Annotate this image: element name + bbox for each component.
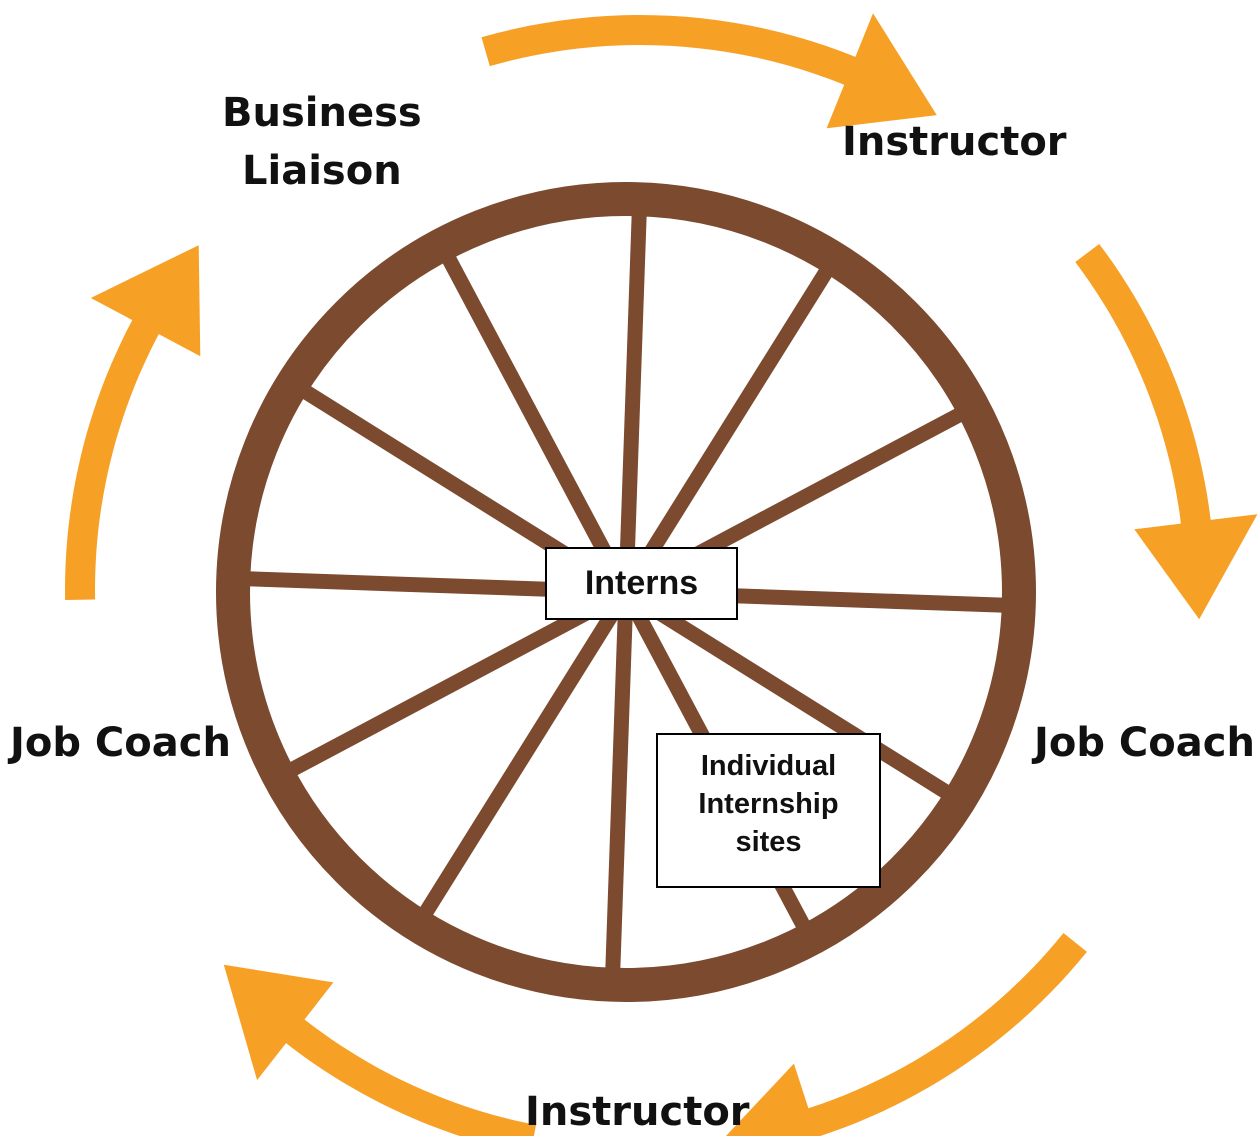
interns-hub-label: Interns	[584, 564, 699, 602]
wheel-spoke	[286, 585, 630, 778]
wheel-spoke	[418, 588, 633, 919]
internship-sites-box: Individual Internship sites	[656, 733, 881, 888]
internship-sites-line-2: Internship	[698, 788, 839, 820]
role-business-liaison: Business Liaison	[222, 84, 422, 200]
wheel-spoke	[618, 211, 647, 593]
role-business-liaison-line-1: Business	[222, 90, 422, 136]
role-business-liaison-line-2: Liaison	[242, 148, 402, 194]
role-job-coach-left-label: Job Coach	[10, 720, 231, 766]
curved-arrow-icon	[1075, 244, 1258, 620]
curved-arrow-icon	[65, 245, 201, 600]
role-job-coach-left: Job Coach	[10, 714, 231, 772]
role-instructor-bottom: Instructor	[525, 1083, 750, 1141]
internship-sites-line-1: Individual	[700, 750, 837, 782]
wheel-spoke	[622, 585, 953, 800]
curved-arrow-icon	[223, 964, 536, 1141]
wheel-rim	[216, 182, 1036, 1002]
role-job-coach-right-label: Job Coach	[1034, 720, 1255, 766]
wheel-spoke	[619, 265, 834, 596]
curved-arrow-icon	[481, 13, 937, 129]
role-instructor-top-label: Instructor	[842, 119, 1067, 165]
wheel-spoke	[440, 252, 633, 596]
role-job-coach-right: Job Coach	[1034, 714, 1255, 772]
wheel-spoke	[605, 591, 634, 973]
curved-arrow-icon	[721, 933, 1087, 1141]
interns-hub-box: Interns	[545, 547, 738, 620]
role-instructor-top: Instructor	[842, 113, 1067, 171]
cycle-arrows	[65, 13, 1258, 1141]
role-instructor-bottom-label: Instructor	[525, 1089, 750, 1135]
internship-sites-line-3: sites	[735, 826, 802, 858]
